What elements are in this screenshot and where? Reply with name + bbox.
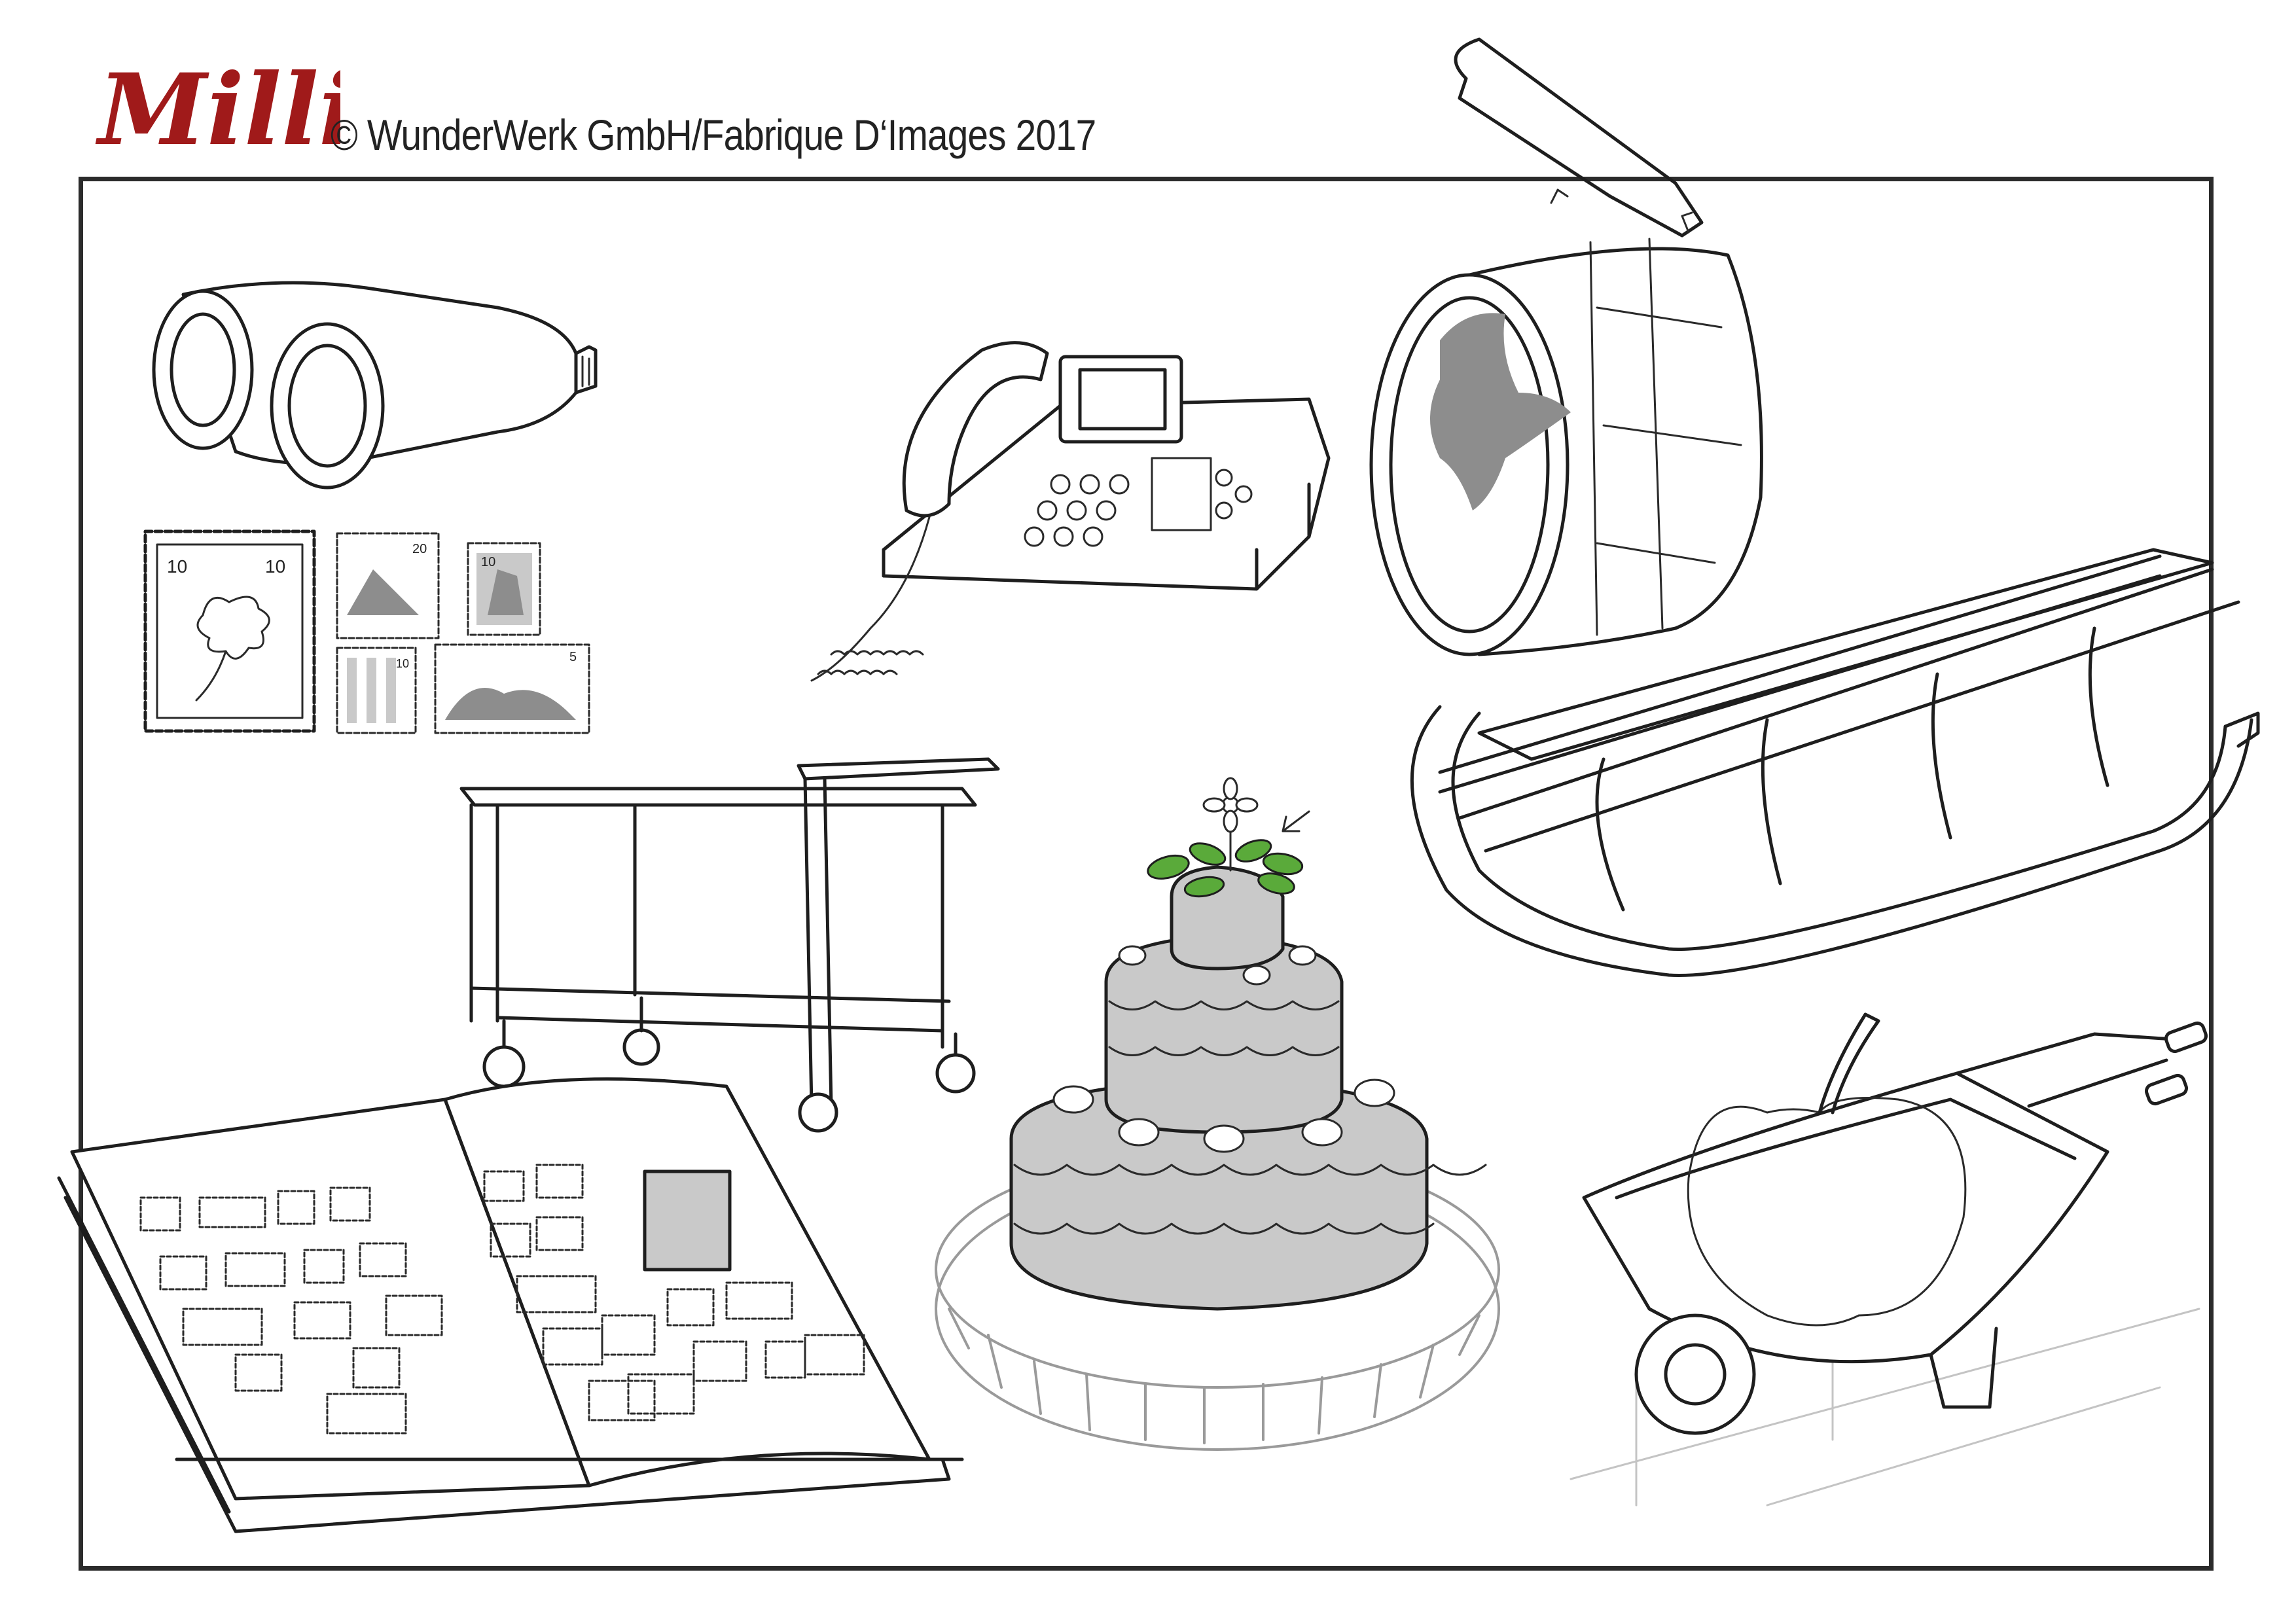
stamp-value: 10: [265, 556, 285, 577]
sled-icon: [1410, 548, 2260, 977]
millie-logo: Millie: [95, 52, 340, 168]
stamp-value: 20: [412, 542, 427, 556]
stamp-value: 10: [396, 657, 409, 670]
binoculars-icon: [152, 281, 598, 490]
stamp-value: 10: [481, 555, 495, 569]
round-bag-icon: [1369, 37, 1763, 656]
stamp-value: 10: [167, 556, 187, 577]
stamps-icon: 10 10 20 10 10 5: [143, 529, 590, 734]
giant-apple-icon: [1687, 1012, 1967, 1327]
layered-cake-icon: [1009, 777, 1487, 1311]
serving-trolley-icon: [459, 757, 1000, 1133]
desk-telephone-icon: [810, 341, 1331, 682]
logo-text: Millie: [95, 52, 340, 168]
stamp-value: 5: [569, 650, 577, 664]
page-frame: [79, 177, 2214, 1571]
leaf-icon: [1147, 839, 1304, 898]
stamp-album-icon: [57, 1077, 964, 1533]
wheelbarrow-icon: [1570, 1021, 2208, 1507]
copyright-text: © WunderWerk GmbH/Fabrique D‘Images 2017: [331, 111, 1096, 159]
